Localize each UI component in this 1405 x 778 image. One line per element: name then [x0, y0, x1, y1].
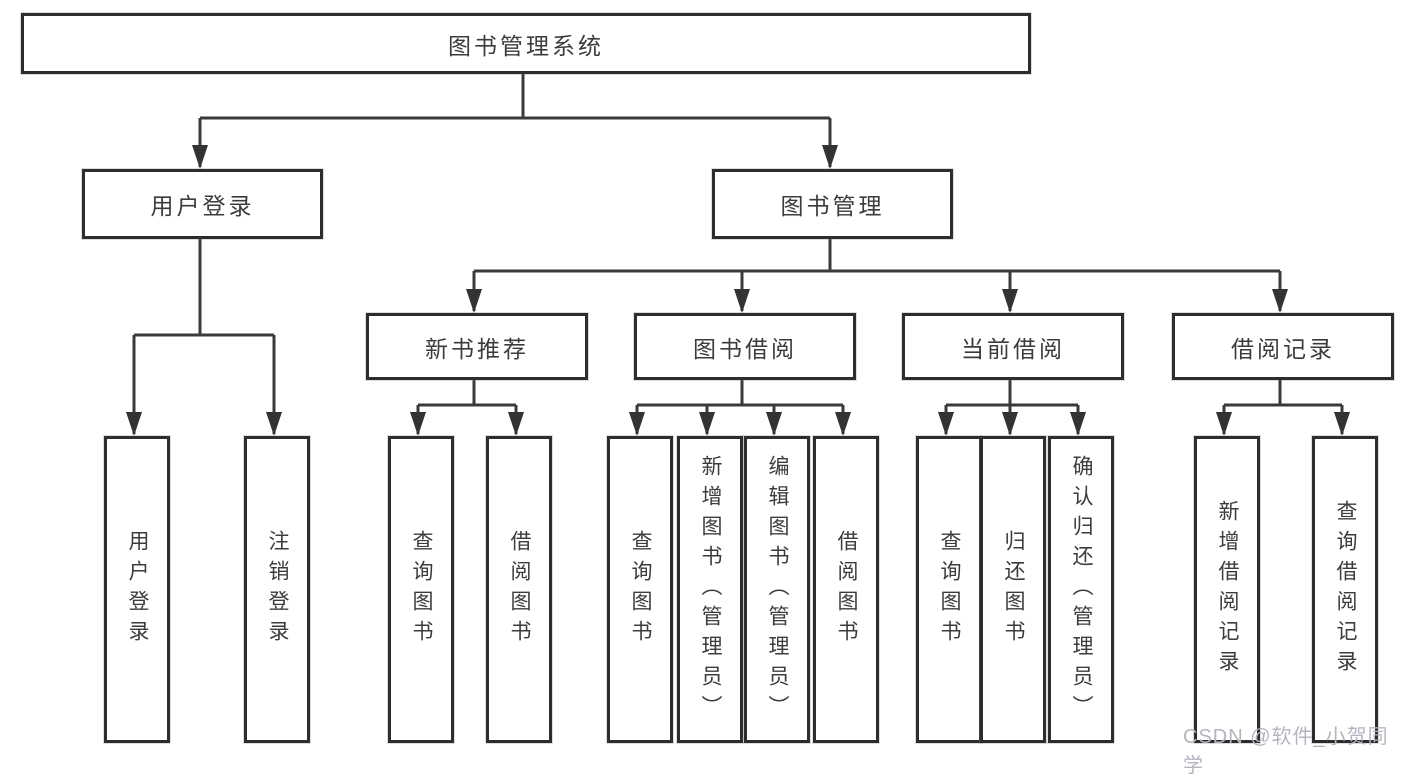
node-book-borrowing: 图书借阅	[634, 313, 856, 380]
node-edit-books-admin: 编辑图书（管理员）	[744, 436, 810, 743]
node-new-book-recommendation: 新书推荐	[366, 313, 588, 380]
node-borrow-books-2: 借阅图书	[813, 436, 879, 743]
node-user-login: 用户登录	[82, 169, 323, 239]
connector-root-split	[200, 68, 830, 120]
csdn-watermark: CSDN @软件_小贺同学	[1183, 726, 1389, 777]
node-query-books-2: 查询图书	[607, 436, 673, 743]
node-current-borrowing: 当前借阅	[902, 313, 1124, 380]
connector-lines-layer	[126, 68, 1350, 436]
node-borrowing-records: 借阅记录	[1172, 313, 1394, 380]
node-return-books: 归还图书	[980, 436, 1046, 743]
library-system-structure-diagram: 图书管理系统 用户登录 图书管理 新书推荐 图书借阅 当前借阅 借阅记录 用户登…	[21, 13, 1394, 777]
node-library-management-system: 图书管理系统	[21, 13, 1031, 74]
node-confirm-return-admin: 确认归还（管理员）	[1048, 436, 1114, 743]
node-query-borrow-record: 查询借阅记录	[1312, 436, 1378, 743]
node-query-books-3: 查询图书	[916, 436, 982, 743]
node-add-books-admin: 新增图书（管理员）	[677, 436, 743, 743]
node-add-borrow-record: 新增借阅记录	[1194, 436, 1260, 743]
node-query-books-1: 查询图书	[388, 436, 454, 743]
node-user-login-func: 用户登录	[104, 436, 170, 743]
node-book-management: 图书管理	[712, 169, 953, 239]
node-borrow-books-1: 借阅图书	[486, 436, 552, 743]
connector-user-login-split	[134, 233, 274, 337]
connector-book-management-split	[474, 233, 1280, 273]
node-logout-func: 注销登录	[244, 436, 310, 743]
